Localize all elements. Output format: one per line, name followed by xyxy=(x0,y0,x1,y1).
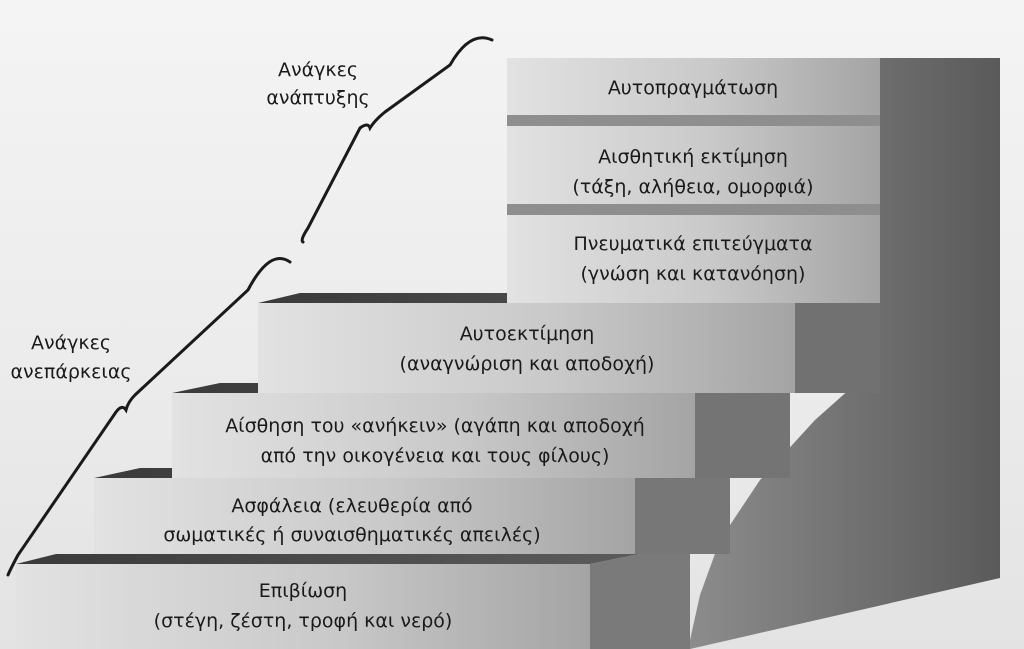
step-tread-1 xyxy=(16,554,640,564)
step-riser-2 xyxy=(94,478,635,554)
step-riser-4 xyxy=(258,303,795,393)
step-label-1a: Επιβίωση xyxy=(259,580,347,602)
step-label-6b: (τάξη, αλήθεια, ομορφιά) xyxy=(572,176,813,198)
step-label-7a: Αυτοπραγμάτωση xyxy=(608,77,778,99)
growth-needs-brace xyxy=(300,36,494,244)
step-riser-6 xyxy=(507,126,880,204)
step-label-5a: Πνευματικά επιτεύγματα xyxy=(573,233,812,255)
step-label-5b: (γνώση και κατανόηση) xyxy=(581,263,806,285)
step-label-4b: (αναγνώριση και αποδοχή) xyxy=(400,353,655,375)
step-side-3 xyxy=(695,383,790,478)
step-label-2a: Ασφάλεια (ελευθερία από xyxy=(231,495,472,517)
growth-needs-label-1: Ανάγκες xyxy=(278,59,358,81)
deficiency-needs-label-1: Ανάγκες xyxy=(31,332,111,354)
step-label-3a: Αίσθηση του «ανήκειν» (αγάπη και αποδοχή xyxy=(225,415,645,437)
deficiency-needs-brace xyxy=(6,257,292,577)
step-divider-5 xyxy=(507,204,880,215)
step-label-2b: σωματικές ή συναισθηματικές απειλές) xyxy=(163,524,540,546)
step-label-1b: (στέγη, ζέστη, τροφή και νερό) xyxy=(154,610,453,632)
step-riser-7 xyxy=(507,58,880,115)
step-label-6a: Αισθητική εκτίμηση xyxy=(598,146,788,168)
step-divider-6 xyxy=(507,115,880,126)
step-label-3b: από την οικογένεια και τους φίλους) xyxy=(261,445,610,467)
step-riser-5 xyxy=(507,215,880,303)
step-label-4a: Αυτοεκτίμηση xyxy=(460,323,595,345)
step-side-1 xyxy=(590,554,690,649)
growth-needs-label-2: ανάπτυξης xyxy=(266,87,369,109)
step-side-4 xyxy=(795,293,880,393)
staircase-side-face xyxy=(690,58,1000,649)
deficiency-needs-label-2: ανεπάρκειας xyxy=(10,361,131,383)
step-riser-1 xyxy=(16,564,590,649)
step-side-2 xyxy=(635,468,730,554)
step-riser-3 xyxy=(172,393,695,478)
